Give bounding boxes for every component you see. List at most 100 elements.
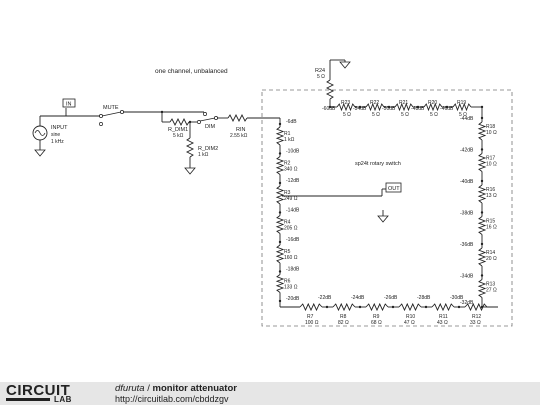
resistor-r14[interactable] xyxy=(477,247,487,267)
db-label: -42dB xyxy=(460,148,474,154)
resistor-value: 5 Ω xyxy=(401,112,409,118)
circuit-url-link[interactable]: http://circuitlab.com/cbddzgv xyxy=(115,394,229,404)
resistor-name: R19 xyxy=(457,100,466,106)
resistor-r3[interactable] xyxy=(275,185,285,205)
resistor-r8[interactable] xyxy=(332,302,356,312)
db-label: -24dB xyxy=(351,295,365,301)
db-label: -6dB xyxy=(286,119,297,125)
switch-label: sp24t rotary switch xyxy=(355,161,401,167)
db-label: -46dB xyxy=(440,106,454,112)
resistor-r13[interactable] xyxy=(477,279,487,298)
resistor-r7[interactable] xyxy=(299,302,323,312)
mute-switch[interactable] xyxy=(99,110,124,126)
resistor-value: 82 Ω xyxy=(338,320,349,326)
db-label: -44dB xyxy=(460,116,474,122)
resistor-r-dim2[interactable] xyxy=(185,137,195,158)
resistor-name: R6 xyxy=(284,279,291,285)
resistor-r19[interactable] xyxy=(452,102,472,112)
author-link[interactable]: dfuruta xyxy=(115,383,145,394)
input-source[interactable] xyxy=(32,116,48,150)
db-label: -38dB xyxy=(460,211,474,217)
resistor-value: 100 Ω xyxy=(305,320,319,326)
ground-icon xyxy=(377,215,389,223)
junction xyxy=(358,105,362,109)
resistor-rin[interactable] xyxy=(227,113,248,123)
logo-text: CIRCUIT xyxy=(6,382,71,399)
rin-name: RIN xyxy=(236,127,246,133)
resistor-name: R2 xyxy=(284,161,291,167)
resistor-r22[interactable] xyxy=(365,102,385,112)
dim-label: DIM xyxy=(205,124,216,130)
resistor-value: 47 Ω xyxy=(404,320,415,326)
resistor-name: R9 xyxy=(373,314,380,320)
resistor-value: 27 Ω xyxy=(486,288,497,294)
resistor-r9[interactable] xyxy=(365,302,389,312)
resistor-name: R5 xyxy=(284,249,291,255)
resistor-r-dim1[interactable] xyxy=(169,117,190,127)
db-label: -18dB xyxy=(286,267,300,273)
dim-switch[interactable] xyxy=(197,112,218,124)
rin-value: 2.55 kΩ xyxy=(230,133,248,139)
resistor-name: R14 xyxy=(486,250,495,256)
resistor-r23[interactable] xyxy=(336,102,356,112)
db-label: -16dB xyxy=(286,237,300,243)
resistor-name: R20 xyxy=(428,100,437,106)
resistor-r5[interactable] xyxy=(275,244,285,264)
out-label: OUT xyxy=(388,186,400,192)
r24-name: R24 xyxy=(315,68,325,74)
r-dim1-value: 5 kΩ xyxy=(173,133,184,139)
resistor-r4[interactable] xyxy=(275,215,285,234)
resistor-r24[interactable] xyxy=(325,79,335,100)
db-label: -26dB xyxy=(384,295,398,301)
db-label: -54dB xyxy=(353,106,367,112)
resistor-name: R22 xyxy=(370,100,379,106)
resistor-r18[interactable] xyxy=(477,121,487,141)
resistor-r2[interactable] xyxy=(275,156,285,175)
db-label: -32dB xyxy=(460,300,474,306)
resistor-name: R17 xyxy=(486,156,495,162)
db-label: -12dB xyxy=(286,178,300,184)
resistor-value: 10 Ω xyxy=(486,130,497,136)
resistor-r1[interactable] xyxy=(275,126,285,146)
db-label: -28dB xyxy=(417,295,431,301)
resistor-value: 5 Ω xyxy=(430,112,438,118)
circuitlab-logo: CIRCUIT LAB xyxy=(2,382,92,405)
resistor-value: 133 Ω xyxy=(284,285,298,291)
resistor-value: 43 Ω xyxy=(437,320,448,326)
resistor-r6[interactable] xyxy=(275,274,285,293)
out-net-label xyxy=(385,182,402,193)
r-dim2-value: 1 kΩ xyxy=(198,152,209,158)
resistor-r17[interactable] xyxy=(477,153,487,172)
resistor-value: 5 Ω xyxy=(343,112,351,118)
resistor-value: 33 Ω xyxy=(470,320,481,326)
resistor-name: R13 xyxy=(486,282,495,288)
resistor-value: 160 Ω xyxy=(284,255,298,261)
junction xyxy=(424,305,428,309)
logo-subtext: LAB xyxy=(54,395,72,404)
resistor-r16[interactable] xyxy=(477,184,487,204)
resistor-value: 10 Ω xyxy=(486,162,497,168)
junction xyxy=(480,305,484,309)
rotary-switch-boundary xyxy=(261,89,513,327)
input-type: sine xyxy=(51,132,60,138)
footer-author: dfuruta / monitor attenuator xyxy=(115,383,237,394)
resistor-value: 340 Ω xyxy=(284,167,298,173)
resistor-value: 13 Ω xyxy=(486,193,497,199)
resistor-r20[interactable] xyxy=(423,102,443,112)
resistor-r12[interactable] xyxy=(464,302,488,312)
resistor-r15[interactable] xyxy=(477,216,487,235)
junction xyxy=(416,105,420,109)
resistor-name: R16 xyxy=(486,187,495,193)
resistor-value: 5 Ω xyxy=(372,112,380,118)
resistor-r10[interactable] xyxy=(398,302,422,312)
resistor-r11[interactable] xyxy=(431,302,455,312)
junction xyxy=(328,105,332,109)
resistor-value: 249 Ω xyxy=(284,196,298,202)
diagram-title: one channel, unbalanced xyxy=(155,68,228,75)
junction xyxy=(358,305,362,309)
resistor-name: R3 xyxy=(284,190,291,196)
db-label: -50dB xyxy=(382,106,396,112)
junction xyxy=(445,105,449,109)
resistor-r21[interactable] xyxy=(394,102,414,112)
resistor-name: R12 xyxy=(472,314,481,320)
